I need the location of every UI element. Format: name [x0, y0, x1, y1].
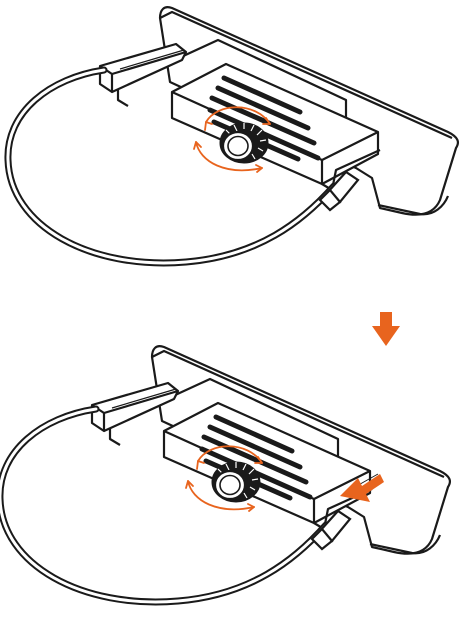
step-2-illustration: [0, 346, 450, 602]
step-1-illustration: [8, 7, 458, 263]
down-arrow-icon: [372, 312, 400, 346]
slide-in-arrow-icon: [340, 473, 384, 502]
